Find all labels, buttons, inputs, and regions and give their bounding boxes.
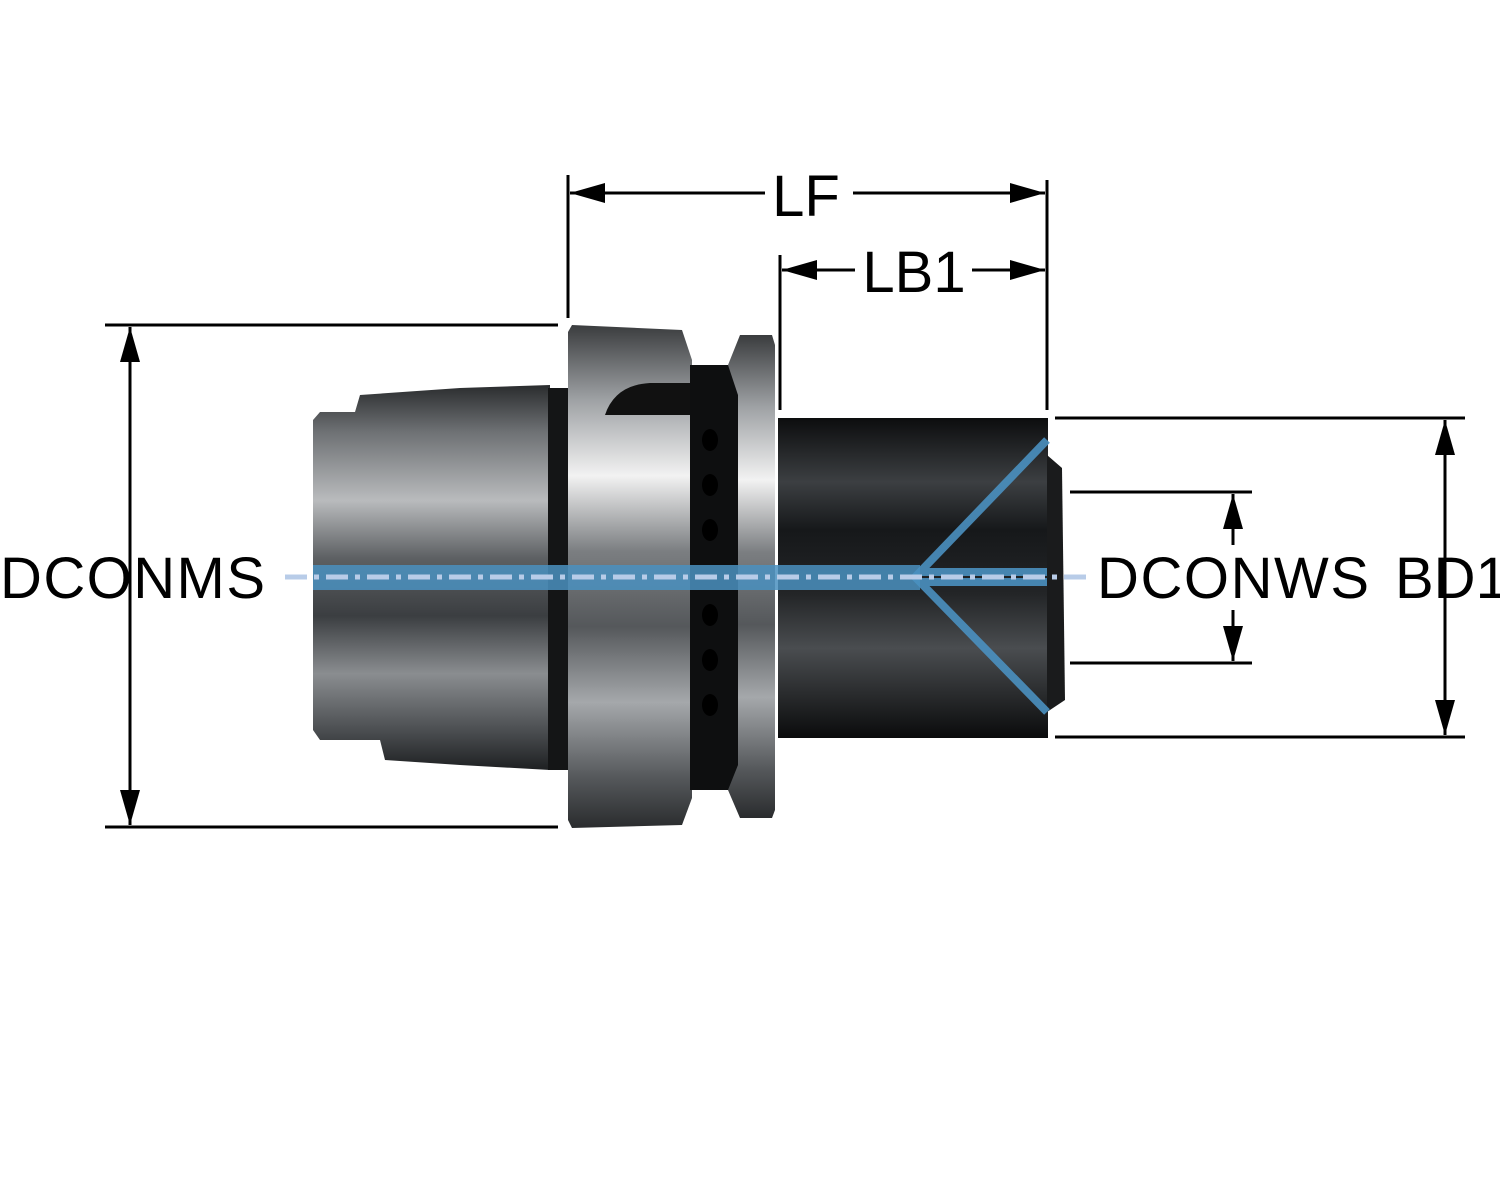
slot-notch bbox=[605, 383, 692, 415]
label-dconws: DCONWS bbox=[1097, 546, 1369, 611]
cone-lines-lower bbox=[910, 578, 1050, 715]
label-dconms: DCONMS bbox=[0, 546, 265, 611]
nose bbox=[1047, 455, 1065, 712]
cone-lines bbox=[910, 437, 1050, 576]
label-lf: LF bbox=[772, 164, 840, 229]
label-lb1: LB1 bbox=[862, 240, 965, 305]
axis-marks bbox=[285, 437, 1090, 715]
label-bd1: BD1 bbox=[1395, 546, 1500, 611]
groove-holes bbox=[702, 429, 718, 716]
dimension-arrows bbox=[120, 183, 1455, 825]
